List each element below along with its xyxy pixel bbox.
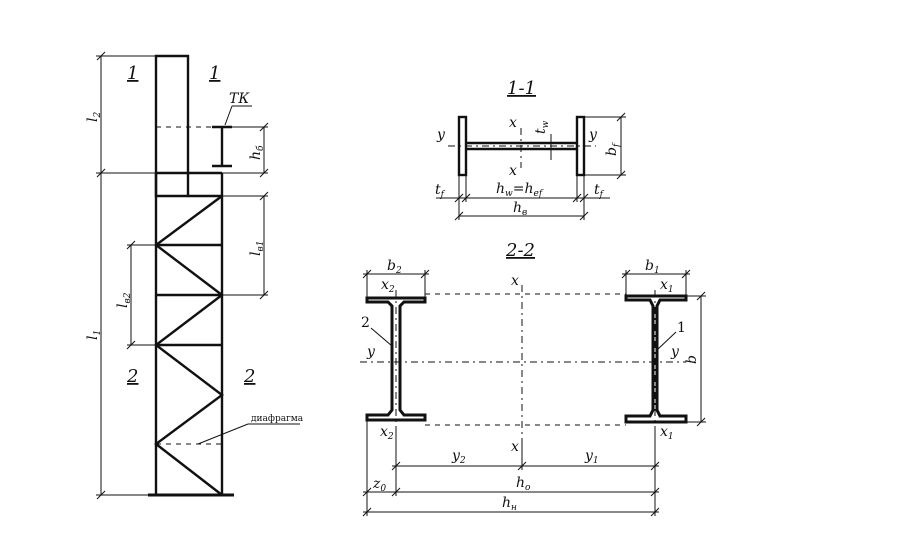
section-mark-2-right: 2 [243, 366, 255, 387]
label-y-right-1-1: y [588, 127, 598, 143]
label-h0: hо [516, 475, 531, 493]
label-y-left-1-1: y [436, 127, 446, 143]
label-b2: b2 [387, 258, 402, 276]
label-y2: y2 [451, 448, 466, 466]
leader-2 [370, 327, 393, 347]
section-mark-2-left: 2 [126, 366, 138, 387]
section-1-1-title: 1-1 [507, 78, 536, 99]
label-x-bottom-1-1: x [509, 163, 517, 179]
label-l1: l1 [85, 330, 103, 340]
label-lv2: lв2 [115, 292, 133, 308]
label-tf-left: tf [435, 182, 446, 200]
label-hw-hef: hw=hef [496, 181, 544, 199]
left-branch-ibeam [365, 296, 427, 422]
label-x-top-2-2: x [511, 273, 519, 289]
lower-column-branches [154, 173, 224, 495]
label-b: b [684, 355, 700, 364]
section-mark-1-left: 1 [127, 63, 138, 84]
label-y-right-2-2: y [670, 344, 680, 360]
label-y-left-2-2: y [366, 344, 376, 360]
leader-1 [656, 331, 677, 351]
label-hv: hв [513, 200, 527, 218]
column-elevation: 1 1 2 2 l2 l1 hб lв1 lв2 ТК диафрагма [85, 51, 304, 500]
upper-column-outline [154, 54, 190, 198]
label-x1-bottom: x1 [660, 424, 674, 442]
label-hn: hн [502, 495, 517, 513]
tk-leader [224, 105, 233, 126]
label-bf: bf [604, 142, 622, 156]
label-y1: y1 [584, 448, 599, 466]
label-tw: tw [533, 120, 551, 134]
label-diaphragm: диафрагма [251, 414, 304, 424]
label-hb: hб [248, 145, 266, 160]
label-x2-top: x2 [381, 277, 395, 295]
label-x-bottom-2-2: x [511, 439, 519, 455]
label-b1: b1 [645, 258, 660, 276]
label-z0: z0 [372, 476, 386, 494]
label-lv1: lв1 [248, 241, 266, 256]
section-1-1: 1-1 y y x x tw [435, 78, 626, 221]
label-tk: ТК [229, 91, 250, 107]
label-number-1: 1 [677, 320, 686, 336]
section-2-2-title: 2-2 [505, 240, 535, 261]
label-x2-bottom: x2 [380, 424, 394, 442]
section-mark-1-right: 1 [209, 63, 220, 84]
diaphragm-leader [197, 423, 249, 445]
label-number-2: 2 [361, 315, 370, 331]
label-tf-right: tf [594, 182, 605, 200]
label-l2: l2 [85, 112, 103, 122]
label-x1-top: x1 [660, 277, 674, 295]
section-2-2: 2-2 [360, 240, 706, 517]
label-x-top-1-1: x [509, 115, 517, 131]
